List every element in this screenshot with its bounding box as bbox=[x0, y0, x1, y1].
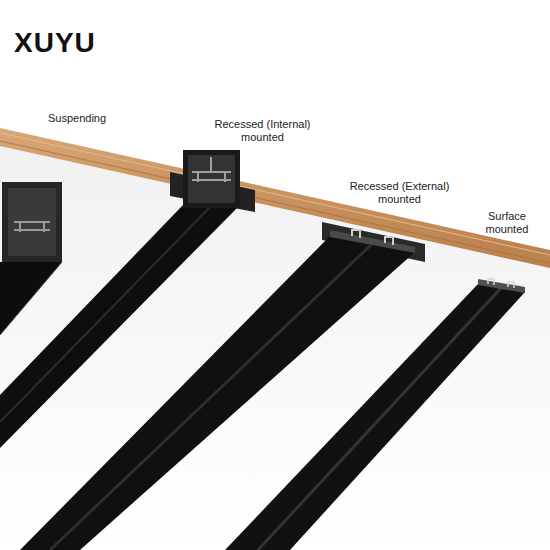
external-slot bbox=[352, 230, 393, 245]
suspending-slot bbox=[14, 222, 50, 232]
wood-grain bbox=[0, 141, 550, 263]
mount-type-label: Recessed (External) mounted bbox=[342, 180, 457, 206]
suspending-profile-inner bbox=[8, 188, 56, 256]
mount-type-label: Surface mounted bbox=[476, 210, 538, 236]
external-flange bbox=[330, 230, 415, 253]
internal-profile-end bbox=[183, 150, 240, 208]
internal-slot bbox=[192, 157, 231, 182]
suspending-edge bbox=[0, 262, 62, 335]
brand-logo: XUYU bbox=[14, 28, 96, 58]
mount-type-label: Recessed (Internal) mounted bbox=[205, 118, 320, 144]
surface-profile-end bbox=[478, 279, 525, 293]
surface-track-body bbox=[225, 284, 525, 550]
surface-track-groove bbox=[258, 288, 501, 550]
wood-board bbox=[0, 128, 550, 268]
surface-slot bbox=[488, 279, 514, 288]
mount-type-label: Suspending bbox=[48, 112, 128, 125]
wood-grain bbox=[0, 133, 550, 255]
suspending-profile-end bbox=[2, 182, 62, 262]
suspending-track-body bbox=[0, 262, 62, 335]
internal-profile-inner bbox=[188, 155, 235, 203]
external-track-body bbox=[20, 236, 415, 550]
